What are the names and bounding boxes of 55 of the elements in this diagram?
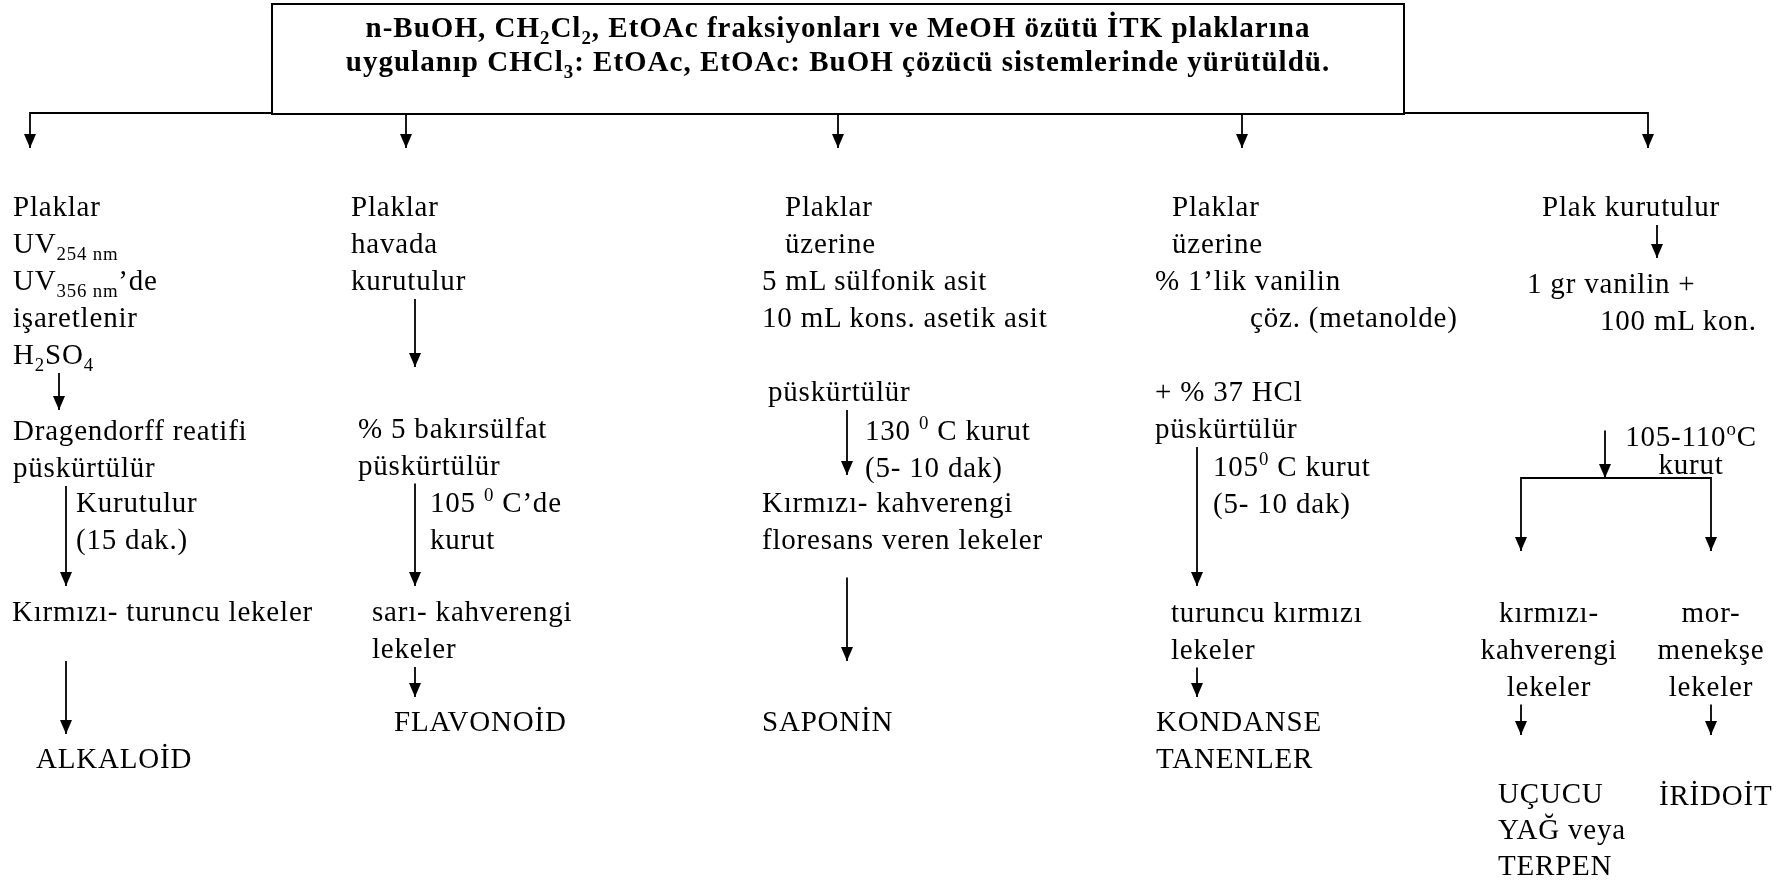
step-text: Plaklar üzerine [1172, 189, 1264, 261]
box-text: n-BuOH, CH$_{2}$Cl$_{2}$, EtOAc fraksiyonları ve MeOH özütü İTK plaklarına uygulanıp CHCl$_{3}$: EtOAc, EtOAc: BuOH çözücü sistemlerinde yürütüldü. [344, 10, 1332, 78]
result-label: ALKALOİD [36, 741, 193, 776]
edge-label: 130 $^{0}$ C kurut (5- 10 dak) [865, 412, 1032, 485]
arrow [60, 485, 72, 587]
arrow [1236, 114, 1248, 149]
result-label: FLAVONOİD [394, 703, 567, 739]
arrow [1191, 666, 1203, 698]
result-label: SAPONİN [762, 703, 894, 739]
arrow [24, 112, 272, 149]
arrow [841, 576, 853, 662]
step-text: 5 mL sülfonik asit [762, 263, 988, 298]
arrow [1599, 429, 1611, 479]
step-text: % 1’lik vanilin [1155, 263, 1341, 298]
step-text: püskürtülür [768, 374, 911, 409]
arrow [1604, 477, 1717, 552]
step-text: 100 mL kon. [1600, 302, 1757, 338]
result-label: UÇUCU YAĞ veya TERPEN [1498, 776, 1627, 883]
step-text: çöz. (metanolde) [1250, 300, 1458, 335]
arrow [1705, 703, 1717, 736]
step-text: Plak kurutulur [1542, 189, 1720, 224]
result-label: İRİDOİT [1659, 777, 1773, 813]
step-text: sarı- kahverengi lekeler [372, 594, 574, 666]
arrow [1515, 477, 1606, 552]
step-text: Plaklar UV$_{254 nm}$ UV$_{356 nm}$’de işaretlenir H$_{2}$SO$_{4}$ [13, 189, 159, 373]
step-text: Plaklar havada kurutulur [351, 189, 468, 298]
arrow [1515, 703, 1527, 736]
step-text: 1 gr vanilin + [1527, 265, 1696, 301]
arrow [409, 298, 421, 368]
arrow [400, 114, 412, 149]
result-label: KONDANSE TANENLER [1156, 703, 1323, 776]
edge-label: Kurutulur (15 dak.) [76, 485, 199, 557]
step-text: Plaklar üzerine [785, 189, 877, 261]
step-text: Kırmızı- kahverengi floresans veren lekeler [762, 484, 1044, 557]
arrow [1651, 224, 1663, 259]
step-text: + % 37 HCl püskürtülür [1155, 374, 1304, 446]
arrow [409, 482, 421, 587]
arrow [832, 114, 844, 149]
step-text: kırmızı- kahverengi lekeler [1479, 594, 1619, 704]
arrow [60, 660, 72, 735]
arrow [841, 409, 853, 476]
arrow [53, 372, 65, 411]
arrow [1404, 112, 1654, 149]
step-text: % 5 bakırsülfat püskürtülür [358, 410, 549, 483]
step-text: Dragendorff reatifi püskürtülür [13, 413, 249, 485]
step-text: turuncu kırmızı lekeler [1171, 594, 1364, 667]
arrow [1191, 446, 1203, 587]
step-text: mor- menekşe lekeler [1656, 594, 1766, 704]
edge-label: 105-110$^{o}$C kurut [1624, 422, 1758, 478]
process-box [271, 3, 1405, 115]
edge-label: 105$^{0}$ C kurut (5- 10 dak) [1213, 448, 1372, 521]
arrow [409, 666, 421, 698]
step-text: 10 mL kons. asetik asit [762, 300, 1048, 335]
edge-label: 105 $^{0}$ C’de kurut [430, 484, 563, 557]
step-text: Kırmızı- turuncu lekeler [12, 594, 314, 629]
